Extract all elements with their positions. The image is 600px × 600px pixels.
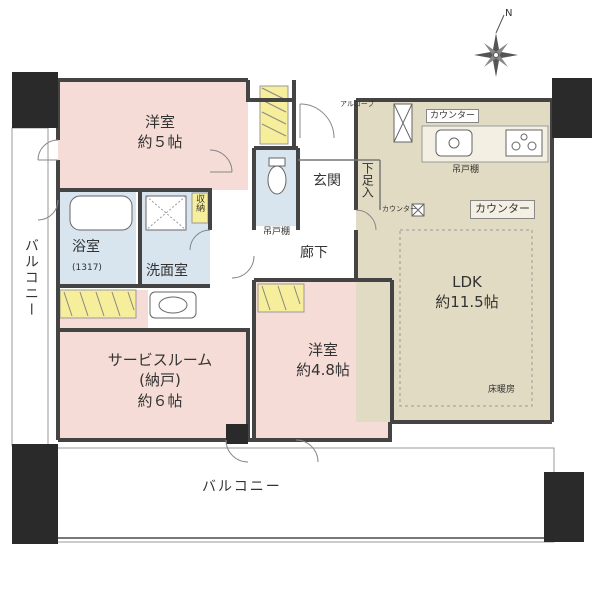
washroom-name: 洗面室 bbox=[146, 263, 188, 279]
balcony-bottom-label: バルコニー bbox=[202, 479, 282, 495]
storage-label: 収納 bbox=[194, 194, 205, 212]
western-room-2-name: 洋室 bbox=[307, 341, 338, 359]
alcove-label: アルコーブ bbox=[340, 100, 375, 108]
closet-hatch bbox=[59, 85, 305, 319]
service-room-label: サービスルーム (納戸) 約６帖 bbox=[80, 350, 240, 411]
balcony-left-label: バルコニー bbox=[22, 238, 39, 318]
floor-heating-label: 床暖房 bbox=[488, 385, 516, 395]
counter-right-label: カウンター bbox=[470, 200, 535, 219]
bathroom-size-code: (1317) bbox=[72, 263, 102, 273]
ldk-name: LDK bbox=[452, 273, 482, 291]
sink-icon bbox=[435, 129, 473, 157]
western-room-1-name: 洋室 bbox=[144, 113, 175, 131]
entrance-name: 玄関 bbox=[313, 173, 341, 189]
compass-north-label: N bbox=[505, 8, 513, 19]
hallway-name: 廊下 bbox=[300, 245, 328, 261]
service-room-area bbox=[58, 330, 248, 440]
shoe-box-label: 下足入 bbox=[360, 162, 375, 198]
toilet-icon bbox=[267, 165, 287, 195]
washbasin-icon bbox=[149, 291, 197, 319]
hanging-cabinet-entry-label: 吊戸棚 bbox=[263, 227, 291, 237]
wall-lines bbox=[56, 78, 554, 442]
western-room-2-size: 約4.8帖 bbox=[296, 361, 350, 380]
ldk-label: LDK 約11.5帖 bbox=[412, 272, 522, 313]
floor-heating-zone bbox=[399, 229, 533, 407]
stove-icon bbox=[505, 129, 543, 157]
hanging-cabinet-kitchen-label: 吊戸棚 bbox=[452, 165, 480, 175]
western-room-1-label: 洋室 約５帖 bbox=[120, 112, 200, 153]
structural-columns bbox=[12, 72, 592, 544]
service-room-note: (納戸) bbox=[139, 371, 181, 390]
bathtub-icon bbox=[69, 195, 133, 231]
ldk-size: 約11.5帖 bbox=[435, 293, 499, 312]
service-room-name: サービスルーム bbox=[107, 351, 213, 369]
service-room-size: 約６帖 bbox=[137, 391, 183, 410]
balcony-bottom-area bbox=[47, 447, 555, 543]
door-swings bbox=[37, 103, 377, 463]
counter-top-label: カウンター bbox=[426, 109, 480, 124]
counter-small-label: カウンター bbox=[382, 205, 417, 213]
western-room-2-label: 洋室 約4.8帖 bbox=[278, 340, 368, 381]
bathroom-name: 浴室 bbox=[72, 239, 100, 255]
western-room-1-size: 約５帖 bbox=[137, 133, 183, 152]
compass-rose-icon bbox=[474, 14, 518, 77]
